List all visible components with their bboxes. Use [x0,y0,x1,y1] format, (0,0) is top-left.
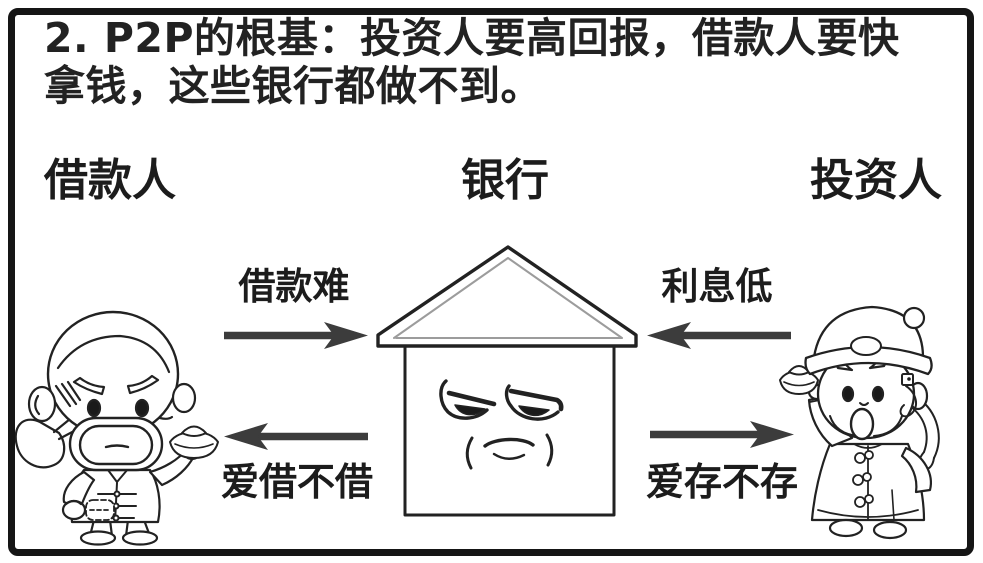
hat-medallion [850,336,882,356]
role-label-bank: 银行 [461,156,549,205]
ear [27,385,57,423]
flow-label-interest-low: 利息低 [661,267,773,308]
bank-house-icon [376,245,638,517]
head [27,310,197,472]
left-arrow-icon [224,423,368,450]
left-arm-with-ingot [148,425,219,487]
gold-ingot-icon [169,425,219,459]
akimbo-arm [900,446,932,494]
unamused-face [439,379,564,470]
gold-ingot-icon [779,365,819,395]
right-arrow-icon [224,322,368,349]
flow-label-lend-or-not: 爱借不借 [220,462,373,504]
house-roof [376,245,638,348]
robe-slit [891,489,895,521]
mouth-paren-left [465,436,474,470]
head [804,305,933,441]
roof-inner-line [393,257,623,339]
right-eye [504,384,560,421]
angry-brow [72,376,106,396]
cloud-frog-buttons [852,443,883,521]
flow-label-borrowing-hard: 借款难 [238,267,350,308]
role-label-investor: 投资人 [810,156,942,205]
investor-character-icon [779,305,940,540]
eye [134,398,150,418]
right-arrow-icon [650,421,794,448]
borrower-character-icon [14,310,219,546]
ear [171,382,197,414]
eye [871,385,885,403]
panel-title: 2. P2P的根基：投资人要高回报，借款人要快拿钱，这些银行都做不到。 [44,14,900,110]
left-pupil [454,404,486,416]
right-arm-fist [61,470,96,521]
bundle-bag [14,417,78,469]
legs-and-shoes [79,518,159,546]
cheek-line [873,415,903,437]
earring [899,373,917,418]
role-label-borrower: 借款人 [44,156,176,205]
left-eye [439,379,489,420]
frown-mouth [483,437,535,448]
angry-brow [126,374,160,395]
house-body [403,340,616,517]
nose [859,402,869,406]
sideburn-hatch [54,380,82,408]
mouth-paren-right [545,433,554,467]
flow-label-deposit-or-not: 爱存不存 [645,462,798,504]
open-mouth [849,407,875,441]
left-arrow-icon [647,322,791,349]
eye [841,385,855,403]
stitched-patch [85,499,115,521]
shoes [828,518,908,540]
eye [86,398,102,418]
right-pupil [518,405,550,417]
hat [804,305,933,376]
